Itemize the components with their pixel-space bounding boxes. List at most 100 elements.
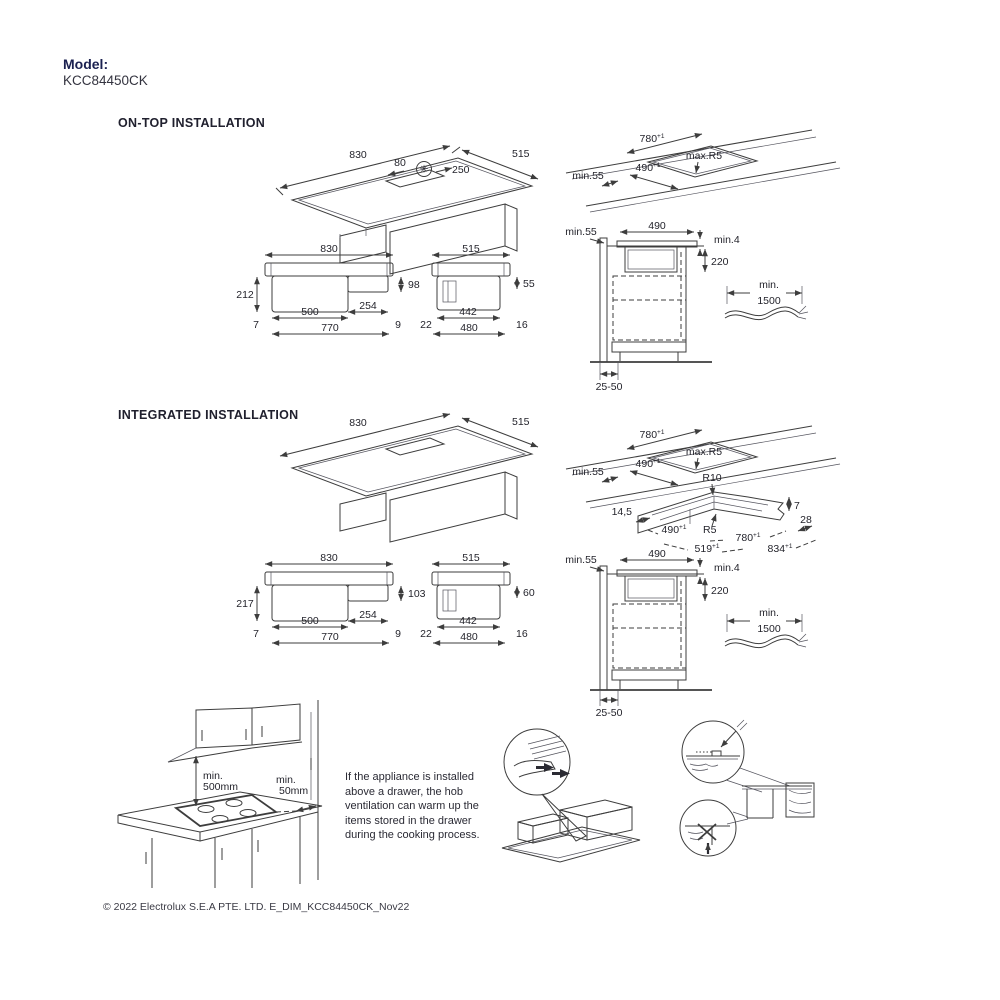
dim-label: 7	[253, 628, 259, 640]
dim-label: 22	[420, 319, 432, 331]
dim-label: 1500	[757, 623, 781, 635]
model-number: KCC84450CK	[63, 73, 148, 88]
min-500mm-label: min.	[203, 770, 223, 782]
model-label: Model:	[63, 56, 109, 72]
airflow-arrow-icon	[536, 763, 554, 772]
dim-label: 60	[523, 587, 535, 599]
wall-cabinet	[195, 707, 253, 749]
duct-box	[624, 246, 678, 273]
dim-830-label: 830	[349, 417, 367, 429]
airflow-arrow-icon	[552, 769, 570, 778]
dim-label: 9	[395, 319, 401, 331]
dim-490-label: 490+1	[636, 458, 661, 470]
side-slab	[431, 262, 511, 277]
sealing-wrong-circle	[679, 799, 737, 857]
countertop	[117, 791, 323, 833]
integrated-front-view: 830 217 103 500 254 7 9 770	[236, 552, 426, 646]
front-shallow-box	[347, 275, 389, 293]
dim-label: 25-50	[596, 707, 623, 719]
wall	[599, 237, 608, 363]
dim-label: 442	[459, 306, 477, 318]
dim-label: min.55	[565, 554, 597, 566]
integrated-side-view: 515 60 442 22 16 480	[420, 552, 535, 646]
dim-28-label: 28	[800, 514, 812, 526]
front-slab	[264, 262, 394, 277]
dim-label: 480	[460, 631, 478, 643]
section-title-integrated: INTEGRATED INSTALLATION	[118, 408, 299, 422]
ontop-cutout-diagram: 780+1 490+1 max.R5 min.55	[565, 129, 841, 213]
ontop-cable-diagram: min. 1500	[724, 279, 809, 321]
dim-label: 254	[359, 300, 377, 312]
dim-14-5-label: 14,5	[612, 506, 633, 518]
dim-label: 25-50	[596, 381, 623, 393]
ontop-front-view: 830 212 98 500 254 7 9 770	[236, 243, 420, 337]
dim-label: 830	[320, 243, 338, 255]
dim-519-label: 519+1	[695, 543, 720, 555]
dim-label: 217	[236, 598, 254, 610]
dim-label: 1500	[757, 295, 781, 307]
cabinet-dashed	[612, 275, 687, 341]
dim-label: 212	[236, 289, 254, 301]
dim-label: 103	[408, 588, 426, 600]
dim-label: 22	[420, 628, 432, 640]
integrated-iso-diagram: 830 515	[279, 412, 539, 543]
dim-label: 220	[711, 585, 729, 597]
dim-label: 7	[253, 319, 259, 331]
max-r5-label: max.R5	[686, 446, 722, 458]
stored-box	[559, 799, 633, 818]
sealing-ok-circle	[681, 720, 745, 784]
dim-515-label: 515	[512, 416, 530, 428]
drawer-warning-detail	[501, 728, 641, 863]
dim-label: 16	[516, 628, 528, 640]
r5-label: R5	[703, 524, 717, 536]
ontop-cross-section: min.55 490 min.4 220 25-50	[565, 220, 740, 393]
r10-label: R10	[702, 472, 721, 484]
vent-grille	[384, 437, 446, 456]
burner	[225, 799, 243, 807]
integrated-rebate-detail: R10 14,5 7 490+1 R5 780+1 28 519+1 834+1	[612, 472, 817, 555]
cable-squiggle	[724, 306, 800, 317]
dim-490-label: 490+1	[636, 162, 661, 174]
dim-780-label: 780+1	[640, 133, 665, 145]
integrated-cable-diagram: min. 1500	[724, 607, 809, 649]
dim-834-label: 834+1	[768, 543, 793, 555]
dim-label: min.4	[714, 562, 740, 574]
burner	[211, 815, 229, 823]
dim-label: min.	[759, 279, 779, 291]
ontop-iso-diagram: 830 515 80 250 ✳	[275, 144, 539, 275]
section-title-on-top: ON-TOP INSTALLATION	[118, 116, 266, 130]
min-50mm-label: min.	[276, 774, 296, 786]
hob-left-box	[339, 224, 387, 264]
fan-symbol-circle	[416, 161, 432, 177]
dim-label: 55	[523, 278, 535, 290]
dim-label: 515	[462, 243, 480, 255]
min-500mm-label: 500mm	[203, 781, 238, 793]
side-box	[436, 275, 501, 311]
applicator-arrow	[720, 730, 737, 748]
wall	[599, 565, 608, 691]
dim-label: 9	[395, 628, 401, 640]
worktop-wood-block	[785, 782, 815, 818]
sealing-detail	[679, 719, 815, 857]
dim-label: min.55	[565, 226, 597, 238]
max-r5-label: max.R5	[686, 150, 722, 162]
fan-icon: ✳	[420, 164, 429, 176]
ontop-side-view: 515 55 442 22 16 480	[420, 243, 535, 337]
dim-label: 16	[516, 319, 528, 331]
dim-80-label: 80	[394, 157, 406, 169]
dim-830-label: 830	[349, 149, 367, 161]
dim-250-label: 250	[452, 164, 470, 176]
dim-label: 515	[462, 552, 480, 564]
dim-label: 500	[301, 615, 319, 627]
burner	[197, 805, 215, 813]
front-deep-box	[271, 275, 349, 313]
dim-label: 220	[711, 256, 729, 268]
integrated-cutout-diagram: 780+1 490+1 max.R5 min.55	[565, 425, 841, 509]
dim-label: 254	[359, 609, 377, 621]
dim-50mm-line	[295, 804, 317, 813]
dim-label: min.4	[714, 234, 740, 246]
drawer-tray	[501, 826, 641, 863]
dim-label: 830	[320, 552, 338, 564]
